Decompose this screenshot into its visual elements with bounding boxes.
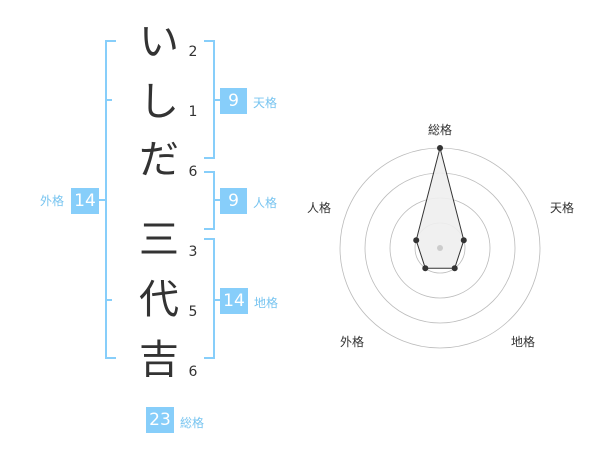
radar-axis-label-soukaku: 総格 xyxy=(428,123,453,137)
radar-center-point xyxy=(437,245,443,251)
name-char-2: し xyxy=(139,79,179,125)
stroke-count-4: 3 xyxy=(188,244,198,260)
radar-axis-label-jinkaku: 人格 xyxy=(307,201,332,215)
stroke-count-5: 5 xyxy=(188,304,198,320)
chikaku-value: 14 xyxy=(220,288,248,314)
radar-point-1 xyxy=(460,237,467,244)
tenkaku-label: 天格 xyxy=(253,96,278,110)
stroke-count-3: 6 xyxy=(188,164,198,180)
name-char-6: 吉 xyxy=(139,337,179,383)
name-char-3: だ xyxy=(139,137,179,183)
jinkaku-label: 人格 xyxy=(253,196,278,210)
radar-axis-label-chikaku: 地格 xyxy=(511,335,536,349)
name-char-1: い xyxy=(139,19,179,65)
gaikaku-value: 14 xyxy=(71,188,99,214)
radar-point-3 xyxy=(422,265,429,272)
soukaku-value: 23 xyxy=(146,407,174,433)
name-char-4: 三 xyxy=(139,217,179,263)
stroke-count-2: 1 xyxy=(188,104,198,120)
chikaku-label: 地格 xyxy=(254,296,279,310)
gaikaku-label: 外格 xyxy=(40,194,65,208)
radar-point-0 xyxy=(437,145,443,151)
tenkaku-value: 9 xyxy=(220,88,247,114)
radar-point-2 xyxy=(451,265,458,272)
radar-point-4 xyxy=(413,237,420,244)
stroke-count-6: 6 xyxy=(188,364,198,380)
radar-axis-label-gaikaku: 外格 xyxy=(340,335,365,349)
jinkaku-value: 9 xyxy=(220,188,247,214)
chikaku-bracket xyxy=(204,238,215,359)
soukaku-label: 総格 xyxy=(180,416,205,430)
radar-axis-label-tenkaku: 天格 xyxy=(550,201,575,215)
name-char-5: 代 xyxy=(139,277,179,323)
stroke-count-1: 2 xyxy=(188,44,198,60)
radar-polygon xyxy=(415,147,465,269)
